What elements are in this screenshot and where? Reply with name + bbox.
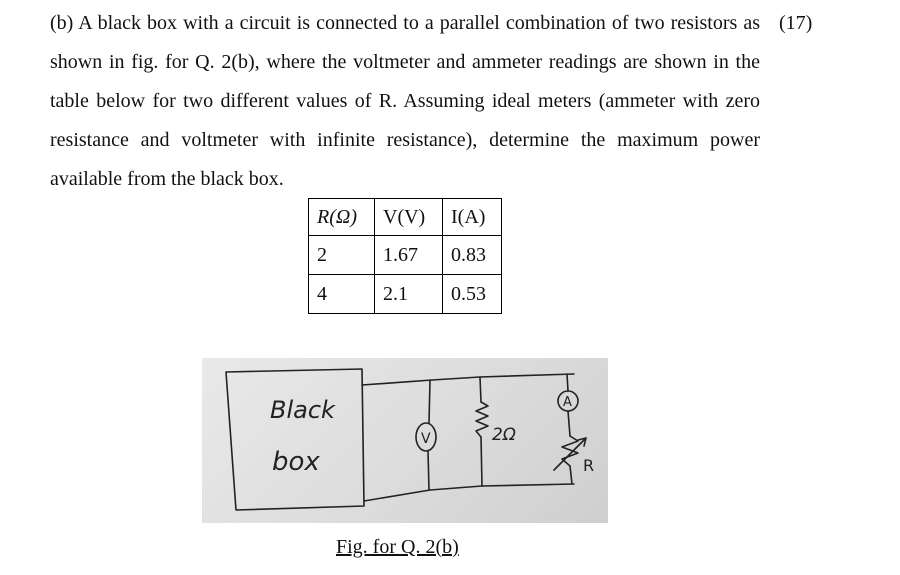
cell-i: 0.53 [442, 274, 502, 314]
ammeter-branch [566, 373, 573, 485]
question-body: (b) A black box with a circuit is connec… [50, 12, 760, 190]
black-label: Black [270, 396, 336, 424]
header-r: R(Ω) [308, 198, 375, 236]
box-label: box [272, 447, 320, 477]
variable-resistor-arrow [553, 437, 587, 471]
cell-v: 2.1 [374, 274, 443, 314]
top-wire [361, 373, 575, 386]
voltmeter-branch [427, 379, 431, 491]
table-row: 2 1.67 0.83 [308, 235, 502, 275]
bottom-wire [363, 483, 575, 502]
circuit-diagram: Black box V A 2Ω R [225, 368, 594, 511]
resistor-icon [475, 401, 489, 438]
ammeter-icon [557, 390, 579, 412]
header-i: I(A) [442, 198, 502, 236]
cell-v: 1.67 [374, 235, 443, 275]
variable-resistor-icon [561, 435, 579, 467]
variable-resistor-label: R [583, 456, 594, 475]
figure-caption: Fig. for Q. 2(b) [336, 536, 459, 558]
header-v: V(V) [374, 198, 443, 236]
black-box-outline [225, 368, 365, 511]
table-row: 4 2.1 0.53 [308, 274, 502, 314]
cell-r: 4 [308, 274, 375, 314]
voltmeter-icon [415, 422, 437, 452]
resistor-branch [479, 376, 483, 487]
ammeter-label: A [563, 395, 572, 410]
resistor-label: 2Ω [492, 425, 516, 445]
voltmeter-label: V [421, 431, 431, 447]
question-text: (b) A black box with a circuit is connec… [50, 4, 760, 199]
table-header-row: R(Ω) V(V) I(A) [308, 198, 502, 236]
circuit-photo: Black box V A 2Ω R [202, 358, 608, 523]
readings-table: R(Ω) V(V) I(A) 2 1.67 0.83 4 2.1 0.53 [308, 198, 502, 314]
marks-label: (17) [779, 12, 813, 34]
cell-i: 0.83 [442, 235, 502, 275]
cell-r: 2 [308, 235, 375, 275]
